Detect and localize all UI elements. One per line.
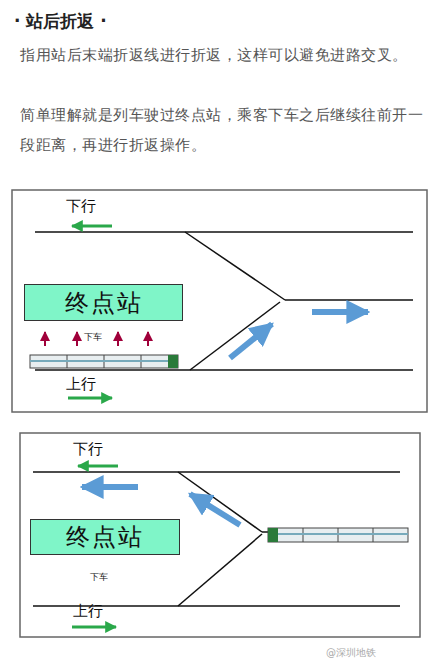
track-label: 下行 (73, 440, 103, 459)
track-label: 上行 (66, 375, 96, 394)
track-label: 下行 (66, 197, 96, 216)
paragraph: 简单理解就是列车驶过终点站，乘客下车之后继续往前开一段距离，再进行折返操作。 (20, 100, 425, 160)
watermark: @深圳地铁 (326, 646, 376, 660)
station-box: 终点站 (30, 519, 180, 555)
paragraph: 指用站后末端折返线进行折返，这样可以避免进路交叉。 (20, 40, 425, 70)
station-box: 终点站 (24, 284, 183, 321)
track-label: 上行 (73, 602, 103, 621)
note: 下车 (84, 331, 102, 344)
note: 下车 (90, 571, 108, 584)
station-name: 终点站 (66, 521, 144, 553)
station-name: 终点站 (65, 287, 143, 319)
title: · 站后折返 · (14, 10, 107, 33)
